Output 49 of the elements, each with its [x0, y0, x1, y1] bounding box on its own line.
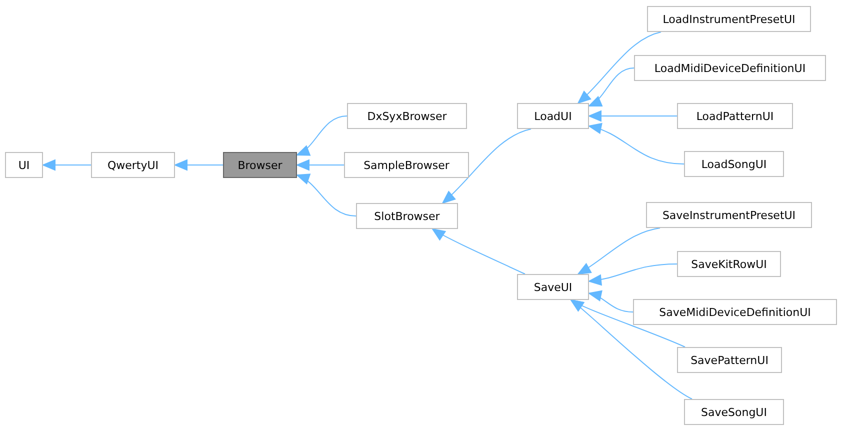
inheritance-arrow — [588, 291, 634, 312]
class-name: DxSyxBrowser — [367, 110, 447, 122]
inheritance-arrow — [588, 264, 678, 286]
inheritance-arrow — [588, 68, 634, 106]
class-box — [5, 152, 43, 178]
inheritance-arrow — [588, 110, 678, 122]
class-box — [633, 299, 837, 325]
inheritance-arrow — [588, 124, 684, 164]
inheritance-arrow — [296, 160, 344, 170]
class-box — [684, 151, 784, 177]
class-box — [684, 399, 784, 425]
class-name: SaveUI — [534, 280, 572, 294]
class-name: Browser — [238, 158, 282, 172]
class-name: LoadUI — [534, 110, 572, 122]
class-name: LoadSongUI — [701, 158, 767, 170]
class-name: SlotBrowser — [374, 210, 440, 222]
inheritance-arrow — [578, 228, 660, 274]
class-name: LoadMidiDeviceDefinitionUI — [654, 62, 806, 74]
class-name: QwertyUI — [107, 158, 159, 172]
class-box — [646, 202, 812, 228]
class-box — [677, 347, 782, 373]
class-box — [677, 103, 793, 129]
class-name: LoadInstrumentPresetUI — [662, 12, 796, 26]
class-box — [677, 251, 781, 277]
class-box — [647, 6, 811, 32]
inheritance-arrow — [442, 128, 532, 204]
inheritance-arrow — [578, 32, 662, 104]
class-name: SaveInstrumentPresetUI — [662, 208, 796, 222]
class-box — [223, 152, 297, 178]
inheritance-arrow — [570, 300, 692, 400]
inheritance-arrow — [174, 160, 224, 170]
inheritance-arrow — [42, 160, 92, 170]
class-name: LoadPatternUI — [696, 110, 774, 122]
class-name: SampleBrowser — [364, 158, 450, 172]
class-name: SaveSongUI — [701, 406, 767, 418]
class-box — [517, 103, 589, 129]
inheritance-arrow — [296, 174, 356, 216]
class-name: SaveKitRowUI — [691, 258, 767, 270]
class-name: SavePatternUI — [690, 354, 768, 366]
class-box — [517, 274, 589, 300]
inheritance-arrow — [296, 116, 348, 156]
inheritance-arrow — [432, 228, 526, 274]
class-name: SaveMidiDeviceDefinitionUI — [659, 306, 811, 318]
class-name: UI — [18, 158, 30, 172]
class-box — [91, 152, 175, 178]
class-box — [634, 55, 826, 81]
class-box — [356, 203, 458, 229]
class-box — [347, 103, 467, 129]
class-box — [344, 152, 469, 178]
